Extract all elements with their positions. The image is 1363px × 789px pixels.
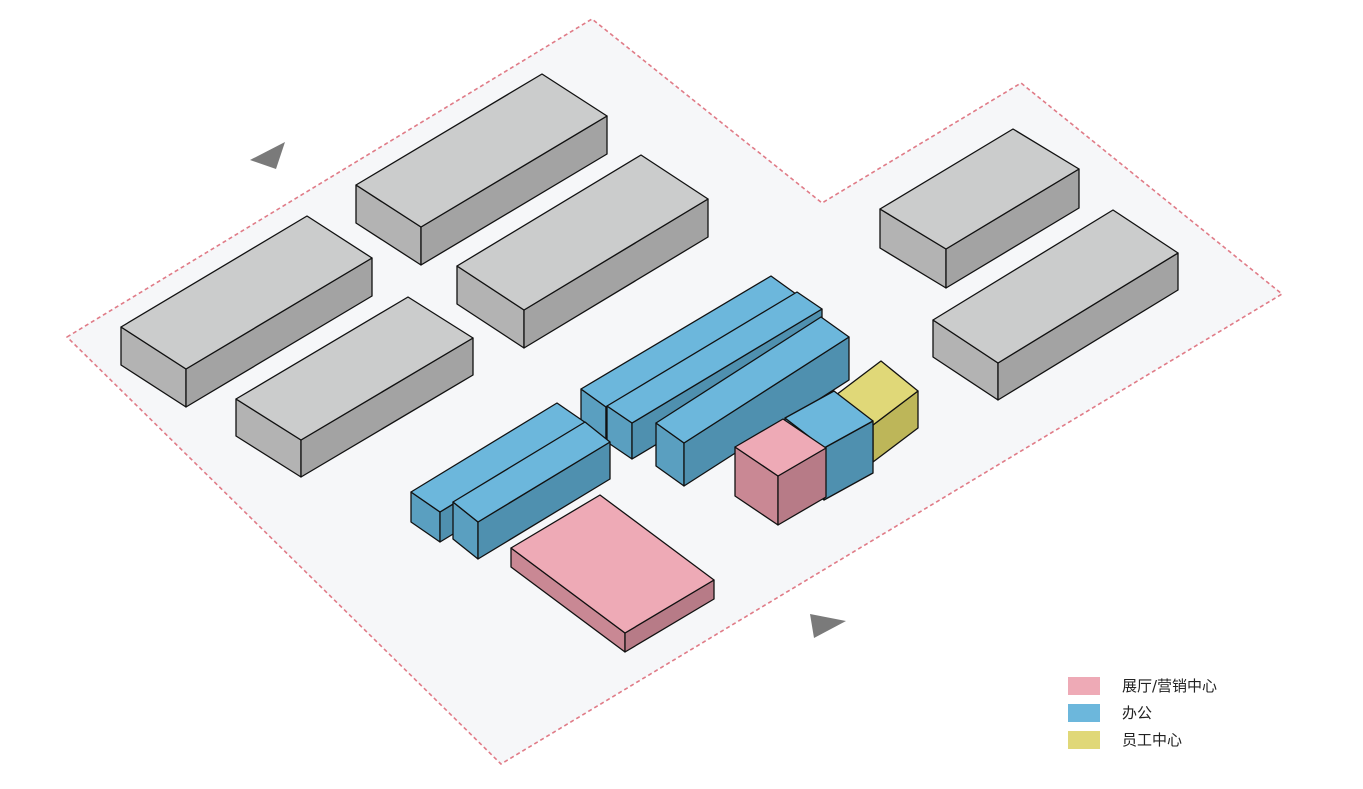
entrance-arrows — [250, 142, 846, 638]
entrance-arrow-icon — [810, 614, 846, 638]
legend-item-staff: 员工中心 — [1068, 726, 1217, 753]
exhibition-sales-center-block — [510, 494, 715, 653]
exhibition-sales-center-block-top-face — [510, 494, 715, 634]
legend-swatch-exhibition — [1068, 676, 1100, 695]
legend-label-staff: 员工中心 — [1122, 731, 1183, 749]
office-building-block — [655, 316, 850, 487]
existing-building-block-top-face — [120, 215, 373, 370]
legend-item-office: 办公 — [1068, 699, 1217, 726]
existing-building-block — [120, 215, 373, 408]
legend-swatch-staff — [1068, 730, 1100, 749]
exhibition-sales-center-block — [734, 418, 827, 526]
existing-building-block-top-face — [355, 73, 608, 228]
existing-building-block-top-face — [456, 154, 709, 311]
legend: 展厅/营销中心 办公 员工中心 — [1068, 672, 1217, 753]
legend-label-exhibition: 展厅/营销中心 — [1122, 677, 1218, 695]
office-building-block — [452, 421, 611, 560]
existing-building-block-top-face — [932, 209, 1179, 364]
entrance-arrow-icon — [250, 142, 285, 169]
existing-building-block — [235, 296, 474, 478]
existing-building-block-top-face — [235, 296, 474, 441]
buildings — [120, 73, 1179, 653]
legend-label-office: 办公 — [1122, 704, 1153, 722]
office-building-block-top-face — [606, 291, 823, 424]
existing-building-block — [879, 128, 1080, 289]
existing-building-block — [355, 73, 608, 266]
legend-swatch-office — [1068, 703, 1100, 722]
office-building-block-top-face — [655, 316, 850, 444]
exhibition-sales-center-block-top-face — [734, 418, 827, 477]
legend-item-exhibition: 展厅/营销中心 — [1068, 672, 1217, 699]
existing-building-block — [456, 154, 709, 349]
office-building-block-top-face — [452, 421, 611, 523]
existing-building-block — [932, 209, 1179, 401]
existing-building-block-top-face — [879, 128, 1080, 250]
